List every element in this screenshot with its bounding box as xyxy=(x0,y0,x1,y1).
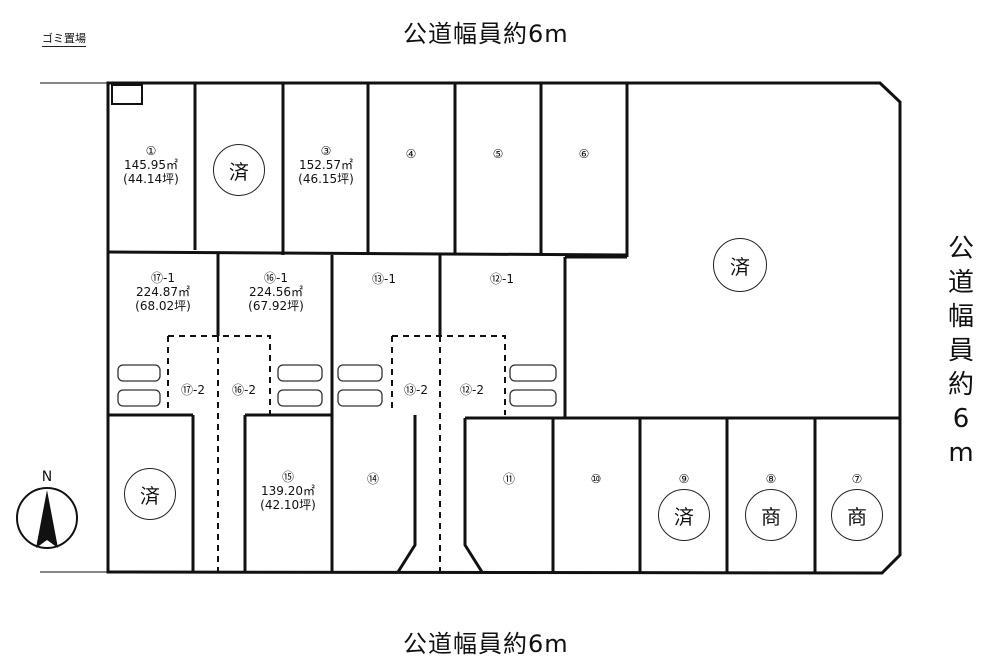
lot-10[interactable]: ⑩ xyxy=(590,472,602,486)
lot-8-negotiating-badge[interactable]: 商 xyxy=(745,489,797,541)
north-label: N xyxy=(41,469,53,485)
road-label-top: 公道幅員約6m xyxy=(403,20,569,48)
lot-area: 152.57㎡ xyxy=(299,158,353,172)
lot-7-number: ⑦ xyxy=(851,472,863,486)
lot-number: ⑮ xyxy=(281,470,294,484)
lot-14[interactable]: ⑭ xyxy=(366,472,380,486)
lot-6[interactable]: ⑥ xyxy=(578,147,590,161)
lot-area: 224.56㎡ xyxy=(249,285,303,299)
lot-17-2[interactable]: ⑰-2 xyxy=(181,383,205,397)
flag-pole-dashes xyxy=(167,335,506,572)
lot-8-number: ⑧ xyxy=(765,472,777,486)
lot-13-1[interactable]: ⑬-1 xyxy=(372,272,396,286)
lot-area: 224.87㎡ xyxy=(136,285,190,299)
lot-12-1[interactable]: ⑫-1 xyxy=(490,272,514,286)
north-arrow-icon xyxy=(16,487,78,549)
lot-18-sold-badge[interactable]: 済 xyxy=(124,468,176,520)
lot-5[interactable]: ⑤ xyxy=(492,147,504,161)
road-label-right: 公 道 幅 員 約 6 m xyxy=(946,232,976,470)
large-lot-sold-badge[interactable]: 済 xyxy=(713,238,767,292)
lot-tsubo: (67.92坪) xyxy=(248,299,304,313)
lot-tsubo: (44.14坪) xyxy=(123,172,179,186)
lot-area: 145.95㎡ xyxy=(124,158,178,172)
road-label-bottom: 公道幅員約6m xyxy=(403,630,569,658)
road-char: 道 xyxy=(947,268,974,298)
road-char: 公 xyxy=(947,234,974,264)
lot-2-sold-badge[interactable]: 済 xyxy=(213,144,265,196)
lot-9-sold-badge[interactable]: 済 xyxy=(658,489,710,541)
lot-7-negotiating-badge[interactable]: 商 xyxy=(831,489,883,541)
lot-area: 139.20㎡ xyxy=(261,484,315,498)
lot-11[interactable]: ⑪ xyxy=(502,472,516,486)
lot-number: ③ xyxy=(320,144,332,158)
road-char: 員 xyxy=(947,336,974,366)
road-char: m xyxy=(948,438,974,468)
lot-17-1[interactable]: ⑰-1 224.87㎡ (68.02坪) xyxy=(135,271,191,313)
lot-9-number: ⑨ xyxy=(678,472,690,486)
lot-number: ① xyxy=(145,144,157,158)
trash-area-label: ゴミ置場 xyxy=(42,32,86,47)
lot-13-2[interactable]: ⑬-2 xyxy=(404,383,428,397)
road-char: 約 xyxy=(947,370,974,400)
lot-number: ⑯-1 xyxy=(264,271,288,285)
lot-1[interactable]: ① 145.95㎡ (44.14坪) xyxy=(123,144,179,186)
road-char: 6 xyxy=(952,404,970,434)
car-icons xyxy=(117,364,557,407)
trash-box xyxy=(111,84,143,105)
lot-16-2[interactable]: ⑯-2 xyxy=(232,383,256,397)
lot-tsubo: (68.02坪) xyxy=(135,299,191,313)
lot-15[interactable]: ⑮ 139.20㎡ (42.10坪) xyxy=(260,470,316,512)
lot-number: ⑰-1 xyxy=(151,271,175,285)
lot-4[interactable]: ④ xyxy=(405,147,417,161)
lot-12-2[interactable]: ⑫-2 xyxy=(460,383,484,397)
lot-tsubo: (46.15坪) xyxy=(298,172,354,186)
lot-tsubo: (42.10坪) xyxy=(260,498,316,512)
lot-16-1[interactable]: ⑯-1 224.56㎡ (67.92坪) xyxy=(248,271,304,313)
road-char: 幅 xyxy=(947,302,974,332)
lot-3[interactable]: ③ 152.57㎡ (46.15坪) xyxy=(298,144,354,186)
